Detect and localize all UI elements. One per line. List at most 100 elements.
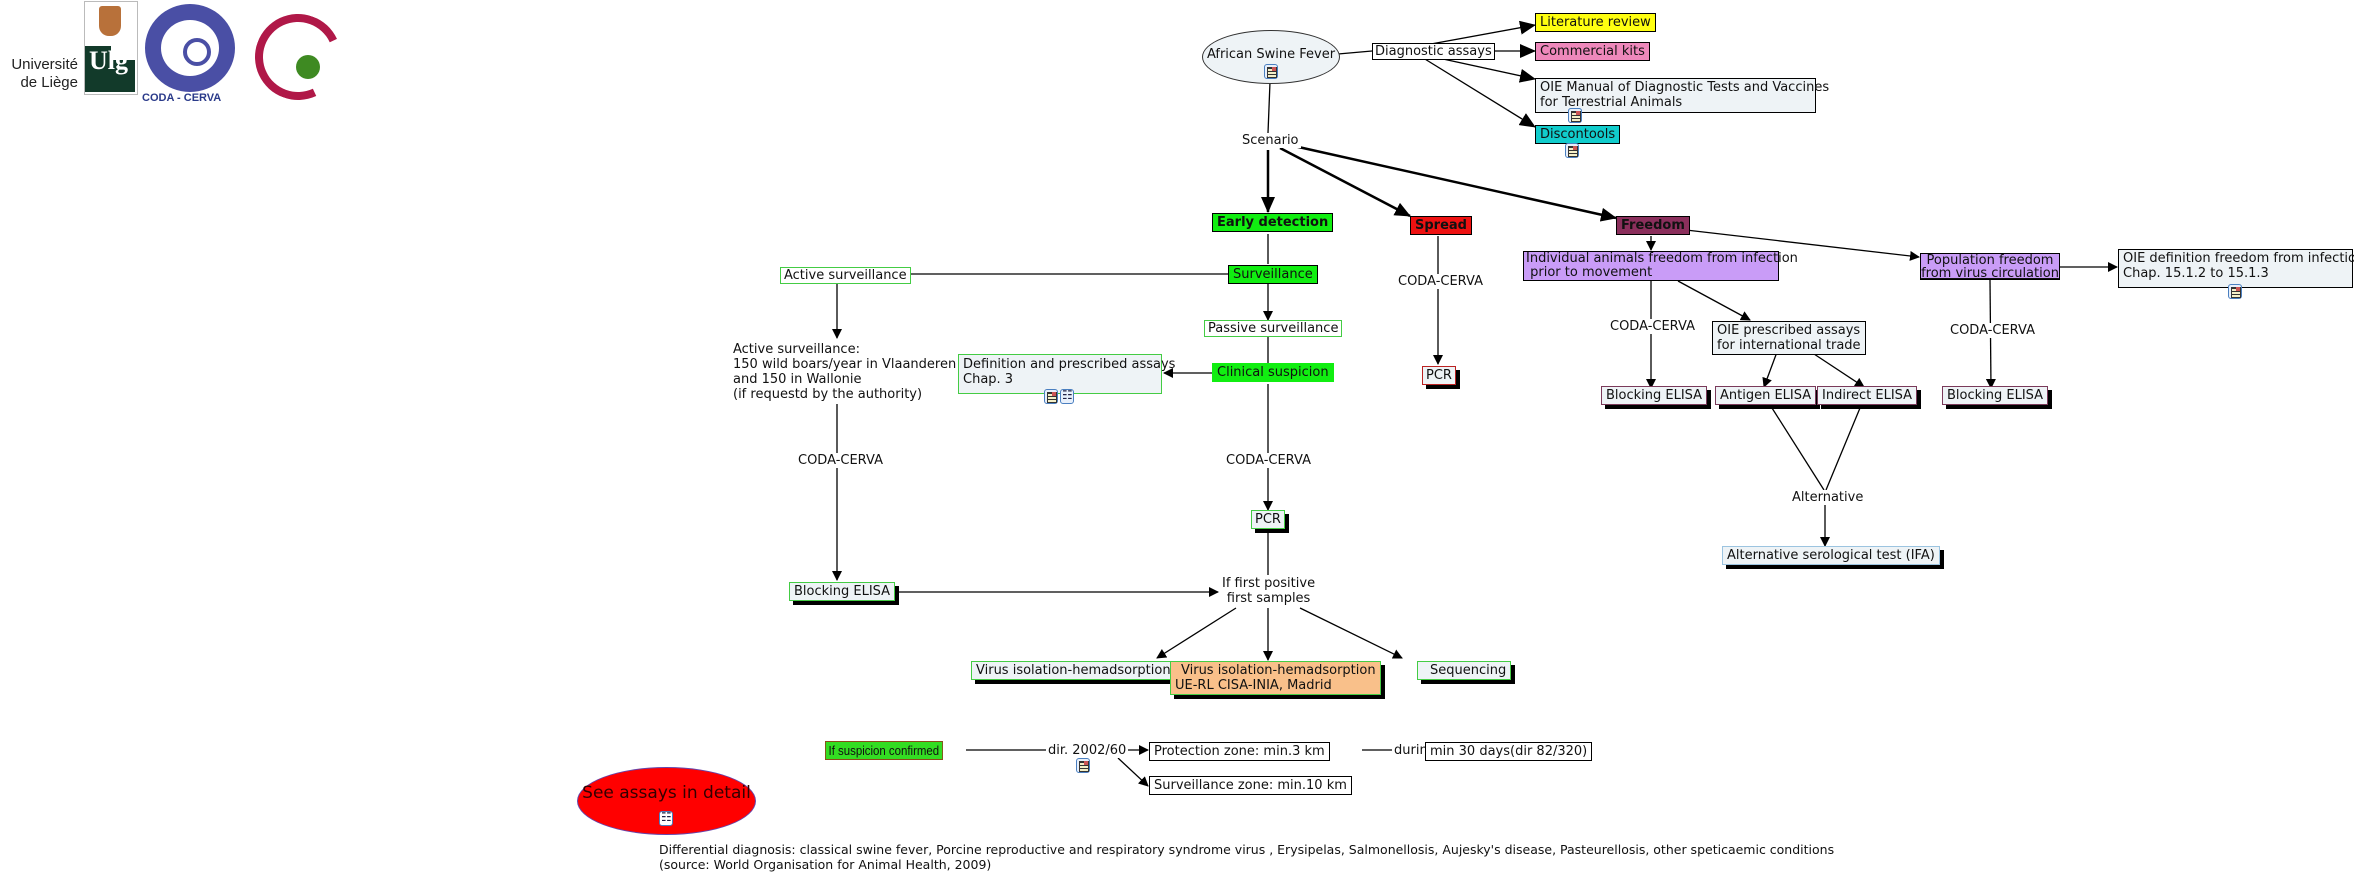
coda-cerva-logo-icon xyxy=(145,4,235,92)
oie-definition-document-icon[interactable] xyxy=(2228,284,2242,299)
active-detail-line2: 150 wild boars/year in Vlaanderen xyxy=(733,357,957,372)
node-diagnostic-assays[interactable]: Diagnostic assays xyxy=(1372,43,1495,60)
definition-line2: Chap. 3 xyxy=(963,372,1014,387)
oie-manual-doc-icon[interactable] xyxy=(1568,108,1582,123)
spread-label: Spread xyxy=(1415,218,1467,233)
coda-cerva-text: CODA - CERVA xyxy=(142,92,222,104)
node-protection-zone[interactable]: Protection zone: min.3 km xyxy=(1149,742,1330,761)
node-passive-surveillance[interactable]: Passive surveillance xyxy=(1204,320,1343,337)
oie-prescribed-line1: OIE prescribed assays xyxy=(1717,323,1861,338)
node-spread[interactable]: Spread xyxy=(1410,216,1472,235)
antigen-elisa-label: Antigen ELISA xyxy=(1720,388,1812,403)
node-ifa[interactable]: Alternative serological test (IFA) xyxy=(1722,546,1940,565)
node-virus-isolation[interactable]: Virus isolation-hemadsorption xyxy=(971,661,1176,680)
node-indirect-elisa[interactable]: Indirect ELISA xyxy=(1817,386,1918,405)
edge-indirect-alt xyxy=(1825,407,1861,491)
node-definition-assays[interactable]: Definition and prescribed assays Chap. 3 xyxy=(958,354,1175,394)
oie-definition-line1: OIE definition freedom from infection xyxy=(2123,251,2354,266)
population-line2: from virus circulation xyxy=(1921,266,2059,281)
label-alternative: Alternative xyxy=(1790,490,1866,505)
active-detail-line3: and 150 in Wallonie xyxy=(733,372,862,387)
node-active-surveillance-detail: Active surveillance: 150 wild boars/year… xyxy=(733,342,957,402)
node-individual-freedom[interactable]: Individual animals freedom from infectio… xyxy=(1523,251,1798,281)
sequencing-label: Sequencing xyxy=(1430,663,1507,678)
pcr-early-label: PCR xyxy=(1255,512,1281,527)
edge-label-coda-cerva-spread: CODA-CERVA xyxy=(1396,274,1485,289)
see-assays-label: See assays in detail xyxy=(582,783,751,803)
diagnostic-assays-label: Diagnostic assays xyxy=(1375,44,1492,59)
node-active-surveillance[interactable]: Active surveillance xyxy=(780,267,911,284)
node-surveillance[interactable]: Surveillance xyxy=(1228,265,1318,284)
commercial-kits-label: Commercial kits xyxy=(1540,44,1645,59)
asf-label: African Swine Fever xyxy=(1206,47,1336,62)
node-literature-review[interactable]: Literature review xyxy=(1535,13,1656,32)
ulg-text-line2: de Liège xyxy=(20,74,78,91)
if-suspicion-confirmed-label: If suspicion confirmed xyxy=(828,743,940,758)
edge-scenario-spread xyxy=(1279,146,1411,218)
node-pcr-early[interactable]: PCR xyxy=(1251,510,1285,529)
early-detection-label: Early detection xyxy=(1217,215,1329,230)
edge-label-coda-cerva-population: CODA-CERVA xyxy=(1948,323,2037,338)
passive-surveillance-label: Passive surveillance xyxy=(1208,321,1339,336)
definition-document-icon[interactable] xyxy=(1044,389,1058,404)
node-surveillance-zone[interactable]: Surveillance zone: min.10 km xyxy=(1149,776,1352,795)
edge-dir-surveillance xyxy=(1117,757,1149,787)
dir-2002-document-icon[interactable] xyxy=(1076,758,1090,773)
blocking-elisa-population-label: Blocking ELISA xyxy=(1947,388,2044,403)
definition-concept-map-icon[interactable] xyxy=(1060,388,1074,404)
oie-prescribed-line2: for international trade xyxy=(1717,338,1861,353)
see-assays-concept-map-icon[interactable] xyxy=(659,810,673,826)
node-clinical-suspicion[interactable]: Clinical suspicion xyxy=(1212,363,1334,382)
edge-iffirst-virus xyxy=(1156,607,1237,659)
active-detail-line1: Active surveillance: xyxy=(733,342,860,357)
footer-line2: (source: World Organisation for Animal H… xyxy=(659,857,992,872)
active-surveillance-label: Active surveillance xyxy=(784,268,907,283)
node-blocking-elisa-individual[interactable]: Blocking ELISA xyxy=(1601,386,1708,405)
node-discontools[interactable]: Discontools xyxy=(1535,125,1621,144)
node-population-freedom[interactable]: Population freedom from virus circulatio… xyxy=(1920,253,2060,280)
discontools-label: Discontools xyxy=(1540,127,1616,142)
freedom-label: Freedom xyxy=(1621,218,1685,233)
node-commercial-kits[interactable]: Commercial kits xyxy=(1535,42,1650,61)
discontools-document-icon[interactable] xyxy=(1565,143,1579,158)
individual-line2: prior to movement xyxy=(1526,265,1653,280)
node-oie-definition[interactable]: OIE definition freedom from infection Ch… xyxy=(2118,249,2354,288)
edge-antigen-alt xyxy=(1771,407,1825,491)
edge-label-coda-cerva-active: CODA-CERVA xyxy=(796,453,885,468)
node-oie-manual[interactable]: OIE Manual of Diagnostic Tests and Vacci… xyxy=(1535,78,1829,113)
asf-document-icon[interactable] xyxy=(1264,64,1278,79)
pcr-spread-label: PCR xyxy=(1426,368,1452,383)
node-early-detection[interactable]: Early detection xyxy=(1212,213,1334,232)
oie-definition-line2: Chap. 15.1.2 to 15.1.3 xyxy=(2123,266,2269,281)
indirect-elisa-label: Indirect ELISA xyxy=(1822,388,1913,403)
virus-isolation-label: Virus isolation-hemadsorption xyxy=(976,663,1171,678)
node-blocking-elisa-active[interactable]: Blocking ELISA xyxy=(789,582,896,601)
node-if-suspicion-confirmed[interactable]: If suspicion confirmed xyxy=(825,741,943,760)
edge-individual-oie xyxy=(1677,280,1751,321)
node-oie-prescribed[interactable]: OIE prescribed assays for international … xyxy=(1712,321,1866,355)
blocking-elisa-active-label: Blocking ELISA xyxy=(794,584,891,599)
node-virus-isolation-madrid[interactable]: Virus isolation-hemadsorption UE-RL CISA… xyxy=(1170,661,1381,695)
protection-zone-label: Protection zone: min.3 km xyxy=(1154,744,1325,759)
edge-oie-antigen xyxy=(1762,351,1778,388)
node-if-first-positive: If first positive first samples xyxy=(1222,576,1316,606)
active-detail-line4: (if requestd by the authority) xyxy=(733,387,923,402)
blocking-elisa-individual-label: Blocking ELISA xyxy=(1606,388,1703,403)
edge-asf-diagnostic xyxy=(1337,50,1373,55)
node-min-30-days[interactable]: min 30 days(dir 82/320) xyxy=(1425,742,1593,761)
if-first-line2: first samples xyxy=(1226,591,1311,606)
node-sequencing[interactable]: Sequencing xyxy=(1417,661,1512,680)
node-blocking-elisa-population[interactable]: Blocking ELISA xyxy=(1942,386,2049,405)
surveillance-label: Surveillance xyxy=(1233,267,1313,282)
surveillance-zone-label: Surveillance zone: min.10 km xyxy=(1154,778,1347,793)
ulg-text-line1: Université xyxy=(11,56,78,73)
label-dir-2002-60: dir. 2002/60 xyxy=(1046,743,1129,758)
node-freedom[interactable]: Freedom xyxy=(1616,216,1690,235)
node-pcr-spread[interactable]: PCR xyxy=(1422,366,1456,385)
if-first-line1: If first positive xyxy=(1222,576,1316,591)
edge-oie-indirect xyxy=(1810,351,1865,388)
edge-iffirst-seq xyxy=(1299,607,1403,659)
literature-review-label: Literature review xyxy=(1540,15,1651,30)
node-antigen-elisa[interactable]: Antigen ELISA xyxy=(1715,386,1817,405)
madrid-line1: Virus isolation-hemadsorption xyxy=(1181,663,1376,678)
